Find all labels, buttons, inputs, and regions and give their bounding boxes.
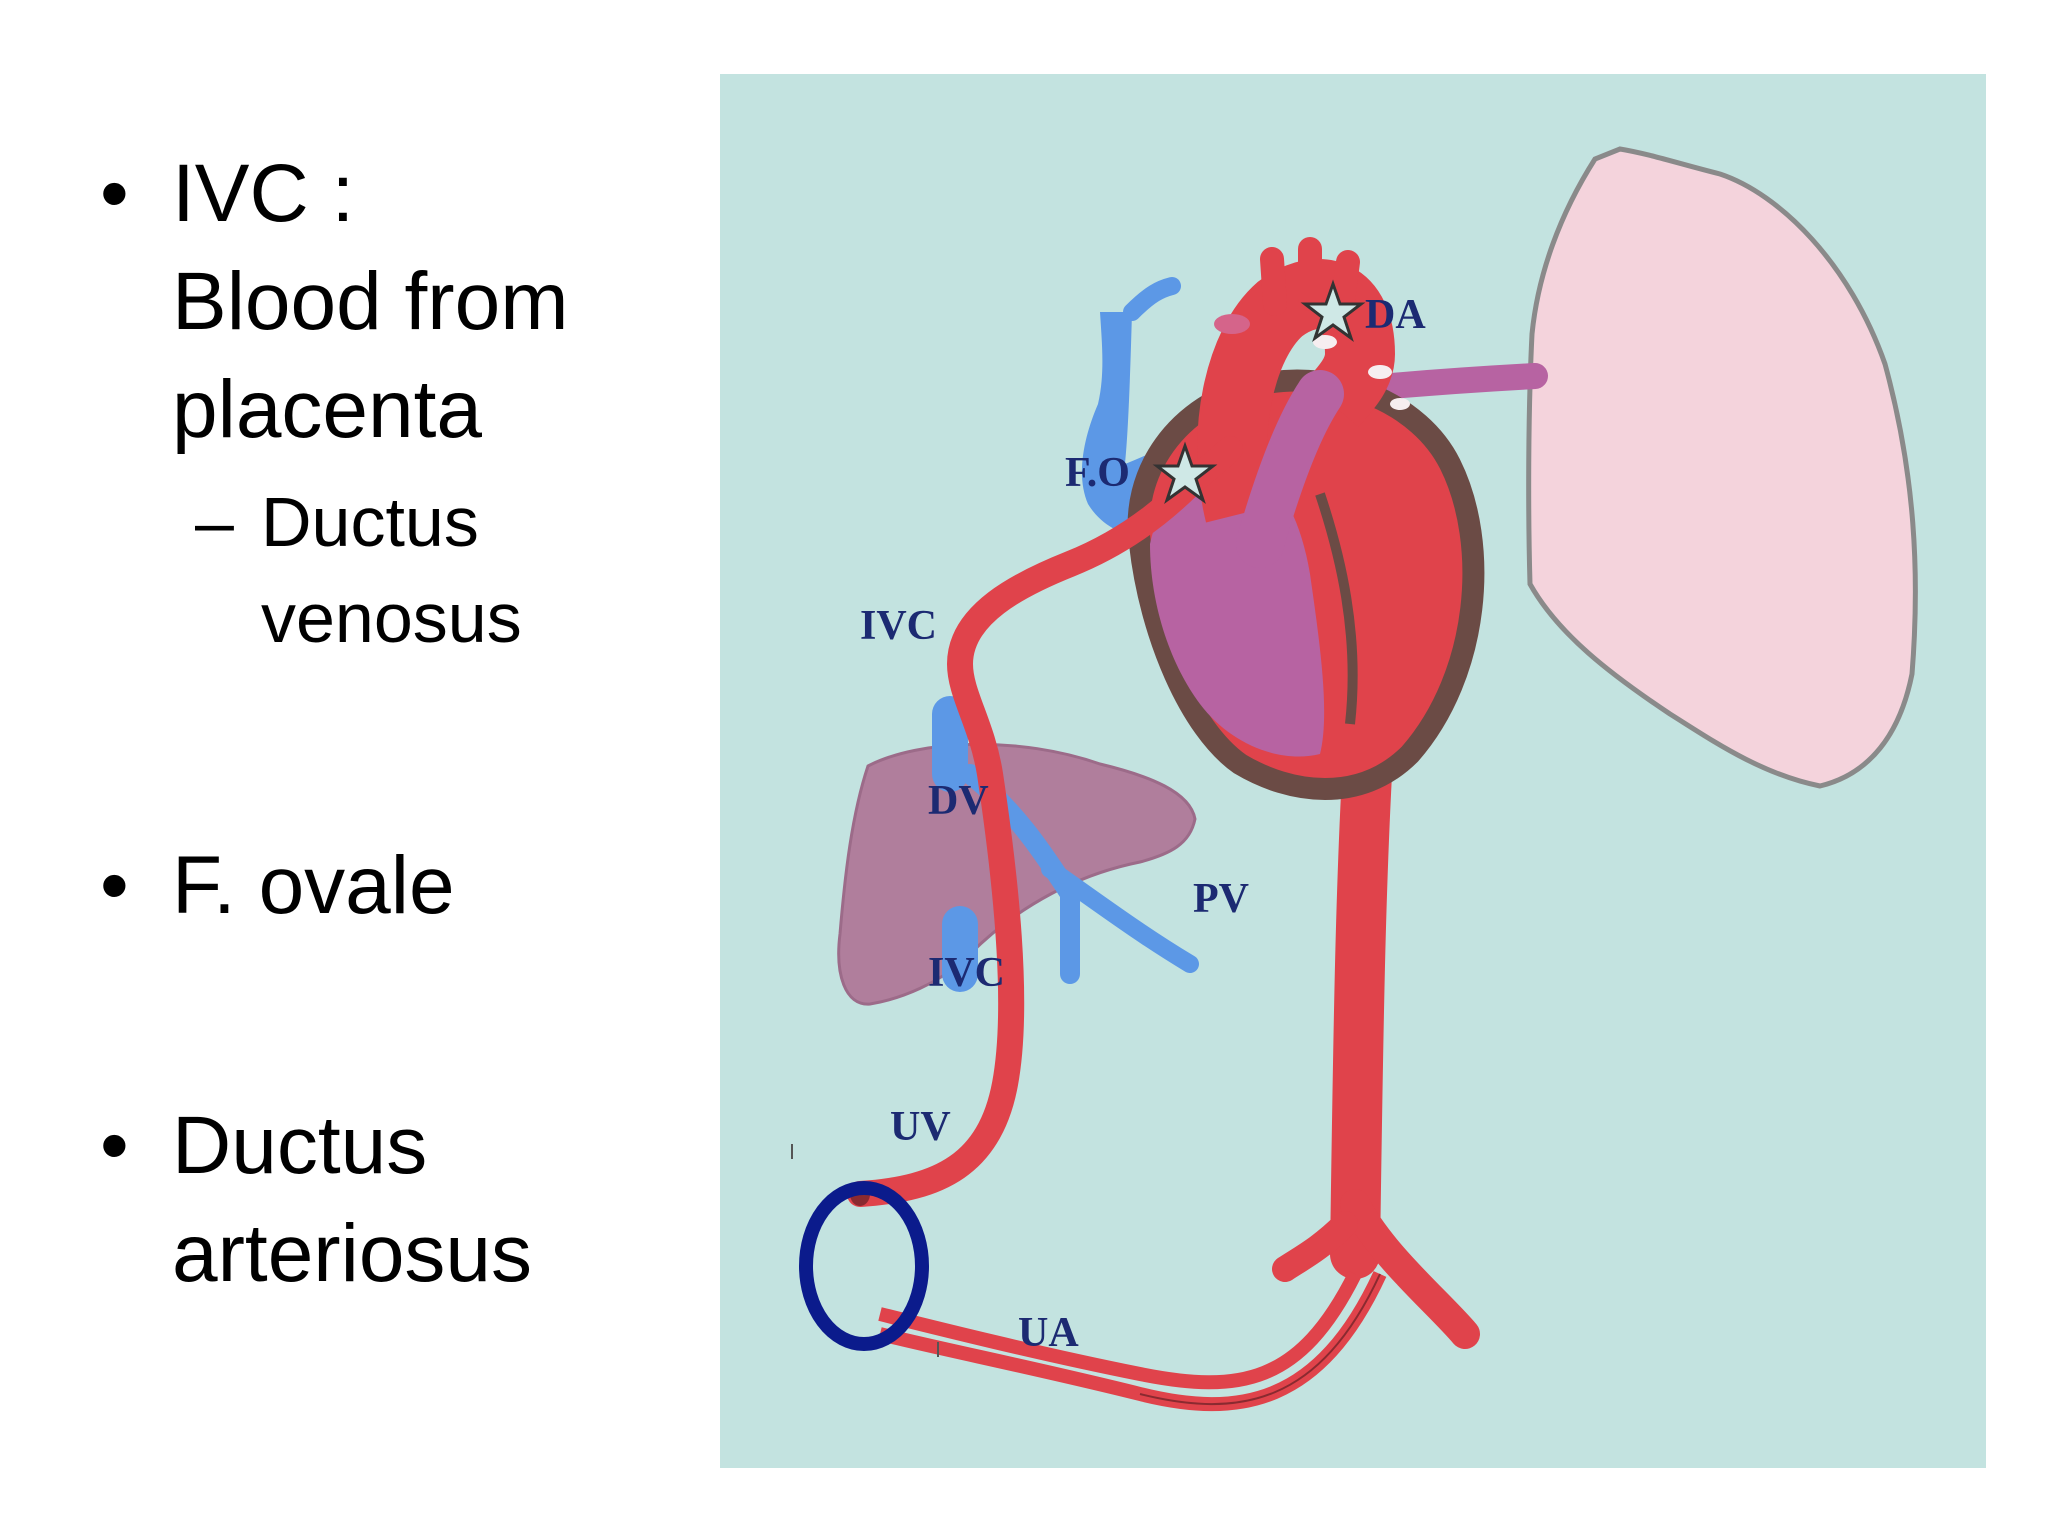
label-ua: UA — [1018, 1310, 1079, 1356]
iliac-branch-left — [1272, 1211, 1358, 1282]
bullet-ivc-line2: Blood from — [172, 256, 569, 347]
bullet-marker: • — [100, 148, 129, 239]
bullet-f-ovale-label: F. ovale — [172, 840, 455, 931]
arch-vessel-1 — [1260, 247, 1287, 316]
septum — [1315, 492, 1358, 725]
sub-bullet-line2: venosus — [261, 579, 522, 657]
sub-bullet-marker: – — [195, 483, 234, 561]
bullet-list: • IVC : Blood from placenta – Ductus ven… — [0, 0, 700, 1536]
left-atrium-bump — [1214, 314, 1250, 334]
bullet-da-line2: arteriosus — [172, 1208, 533, 1299]
umbilical-artery-1 — [878, 1270, 1362, 1390]
umbilical-artery-outline — [1139, 1273, 1381, 1406]
portal-vein-branch — [1041, 860, 1199, 973]
vein-branch-top — [1123, 277, 1181, 321]
iliac-branch-right — [1340, 1189, 1480, 1349]
bullet-marker: • — [100, 840, 129, 931]
label-uv: UV — [890, 1104, 951, 1150]
fetal-circulation-diagram: DA F.O IVC DV PV IVC UV UA — [791, 146, 1918, 1412]
label-ivc-lower: IVC — [928, 950, 1005, 996]
star-foramen-ovale — [1152, 441, 1218, 504]
label-dv: DV — [928, 778, 989, 824]
bullet-marker: • — [100, 1100, 129, 1191]
arch-vessel-3 — [1330, 250, 1360, 321]
bullet-ivc-line1: IVC : — [172, 148, 355, 239]
valve-1 — [1313, 335, 1337, 349]
inferior-vena-cava-lower — [932, 696, 978, 992]
lung — [1526, 146, 1918, 789]
valve-3 — [1390, 398, 1410, 410]
label-da: DA — [1365, 292, 1426, 338]
umbilical-vein-path — [847, 436, 1243, 1207]
star-ductus-arteriosus — [1300, 279, 1366, 342]
sub-bullet-line1: Ductus — [261, 483, 479, 561]
label-fo: F.O — [1065, 450, 1130, 496]
label-pv: PV — [1193, 876, 1249, 922]
bullet-da-line1: Ductus — [172, 1100, 428, 1191]
label-ivc-upper: IVC — [860, 603, 937, 649]
umbilical-circle-highlight — [799, 1181, 929, 1351]
bullet-ivc-line3: placenta — [172, 364, 483, 455]
valve-2 — [1368, 365, 1392, 379]
pulmonary-trunk — [1236, 370, 1344, 568]
